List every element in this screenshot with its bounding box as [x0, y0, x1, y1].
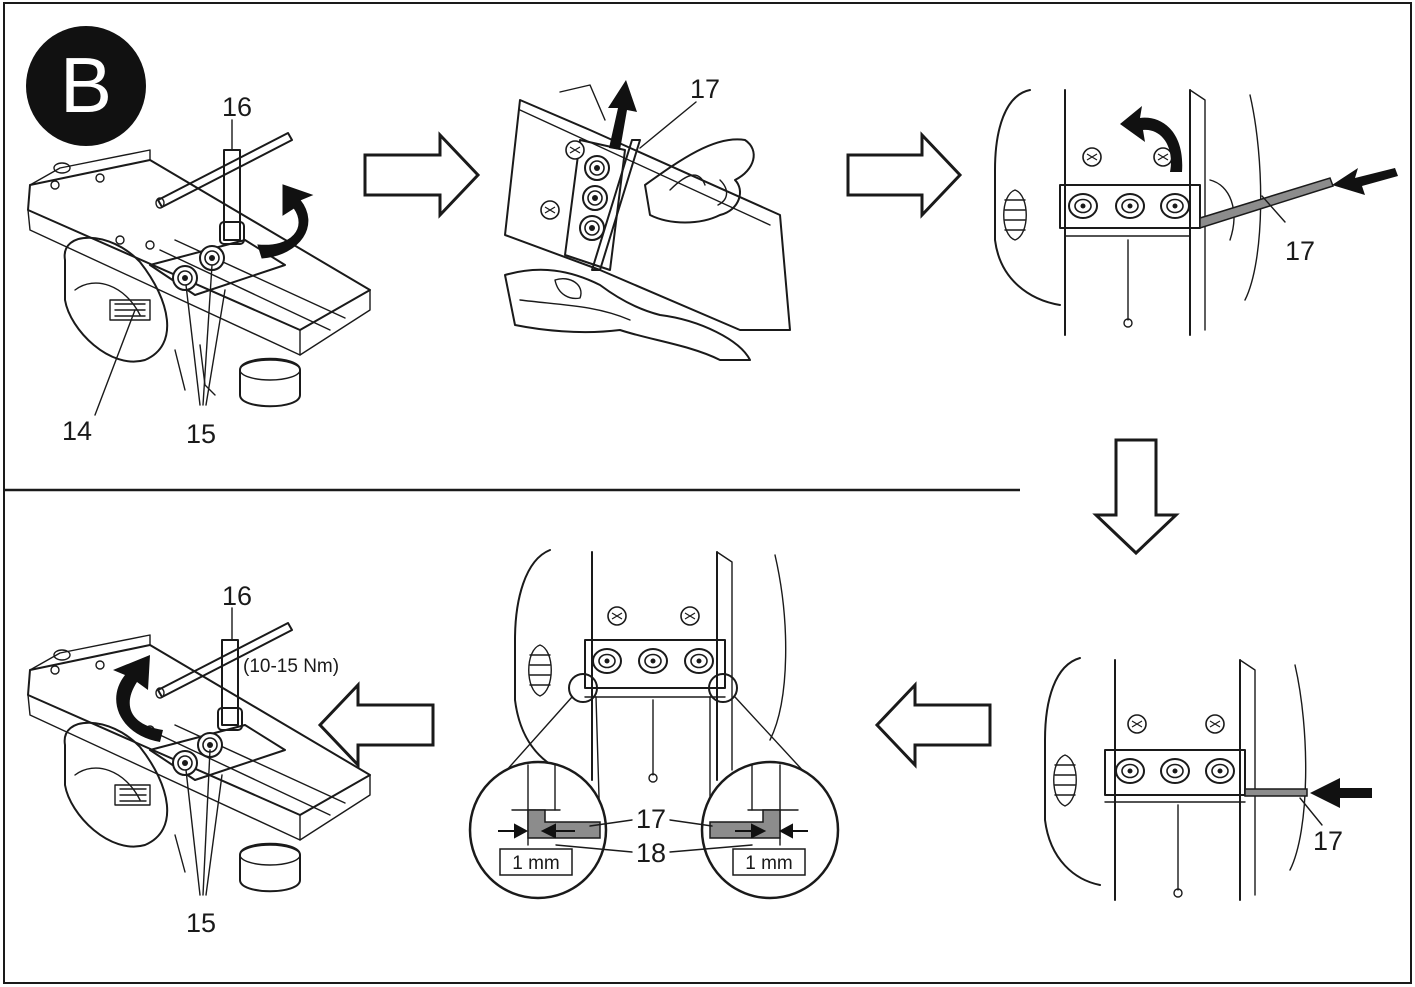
panel-3-insert-gauge: 17 [994, 89, 1398, 336]
panel-6-tighten-bolts: 16 (10-15 Nm) 15 [27, 581, 371, 938]
dimension-left: 1 mm [512, 853, 560, 874]
step-arrow-right-1 [363, 131, 481, 219]
panel-1-loosen-bolts: 16 14 15 [27, 92, 371, 449]
callout-17-panel5: 17 [636, 804, 666, 834]
panel-4-gauge-inserted: 17 [1044, 657, 1372, 901]
torque-label: (10-15 Nm) [243, 656, 339, 677]
magnifier-left: 1 mm [468, 760, 608, 900]
callout-16-panel1: 16 [222, 92, 252, 122]
callout-17-panel2: 17 [690, 74, 720, 104]
callout-14-panel1: 14 [62, 416, 92, 446]
callout-15-panel6: 15 [186, 908, 216, 938]
outer-border [3, 2, 1412, 984]
step-arrow-right-2 [846, 131, 963, 219]
callout-17-panel3: 17 [1285, 236, 1315, 266]
step-arrow-left-1 [874, 681, 992, 769]
callout-18-panel5: 18 [636, 838, 666, 868]
callout-15-panel1: 15 [186, 419, 216, 449]
step-arrow-left-2 [317, 681, 435, 769]
section-badge: B [26, 26, 146, 146]
step-arrow-down [1092, 438, 1180, 556]
callout-17-panel4: 17 [1313, 826, 1343, 856]
callout-16-panel6: 16 [222, 581, 252, 611]
panel-5-gap-detail: 1 mm 1 mm 17 18 [468, 549, 840, 900]
dimension-right: 1 mm [745, 853, 793, 874]
section-letter: B [60, 41, 112, 129]
magnifier-right: 1 mm [700, 760, 840, 900]
panel-2-remove-gauge: 17 [504, 74, 791, 361]
